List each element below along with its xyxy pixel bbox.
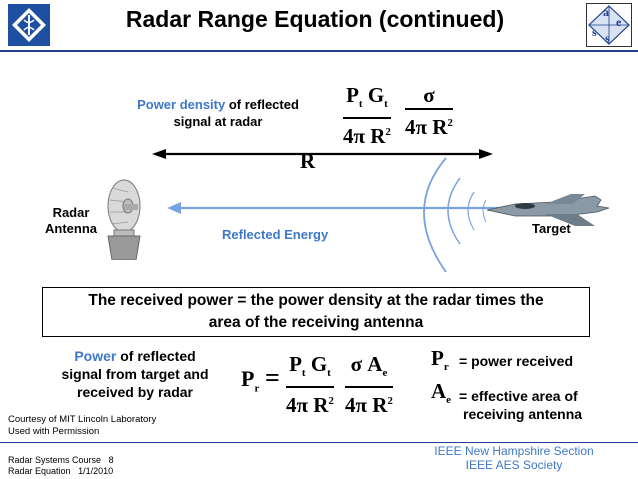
aess-logo-icon — [586, 3, 632, 47]
eq1-fraction2: σ 4π R2 — [405, 83, 453, 139]
legend-pr-text: = power received — [459, 353, 574, 369]
ieee-diamond-logo-icon — [8, 4, 50, 46]
density-label-black: of reflected — [228, 97, 299, 112]
wavefronts — [423, 157, 487, 273]
statement-line1: The received power = the power density a… — [88, 292, 544, 309]
density-label: Power density of reflected signal at rad… — [118, 96, 318, 130]
reflected-beam-arrow — [167, 202, 505, 214]
org-info: IEEE New Hampshire Section IEEE AES Soci… — [434, 444, 594, 472]
legend-ae-text: = effective area of receiving antenna — [459, 388, 583, 422]
courtesy-note: Courtesy of MIT Lincoln Laboratory Used … — [8, 414, 157, 437]
title-rule — [0, 50, 638, 52]
power-label: Power of reflected signal from target an… — [61, 348, 209, 400]
power-fraction2: σ Ae 4π R2 — [345, 352, 393, 417]
radar-label: Radar Antenna — [45, 205, 97, 236]
statement-box: The received power = the power density a… — [42, 287, 590, 337]
statement-line2: area of the receiving antenna — [208, 314, 424, 331]
range-label: R — [300, 149, 316, 173]
page-title: Radar Range Equation (continued) — [125, 6, 505, 32]
legend-ae-symbol: Ae — [431, 379, 452, 407]
radar-antenna-icon — [107, 179, 141, 260]
ieee-logo — [8, 4, 50, 46]
range-arrow — [152, 149, 493, 159]
power-fraction1: Pt Gt 4π R2 — [286, 352, 334, 417]
reflected-energy-label: Reflected Energy — [222, 227, 329, 242]
target-label: Target — [532, 221, 571, 236]
jet-icon — [486, 194, 610, 226]
course-info: Radar Systems Course 8 Radar Equation 1/… — [8, 455, 114, 476]
density-label-line2: signal at radar — [173, 114, 263, 129]
power-equation-equals: = — [265, 363, 280, 392]
eq1-fraction1: Pt Gt 4π R2 — [343, 83, 391, 148]
aess-logo: a e s s — [586, 3, 632, 47]
footer-rule — [0, 442, 638, 443]
density-label-blue: Power density — [137, 97, 226, 112]
power-equation-lhs: Pr — [241, 366, 260, 395]
legend-pr-symbol: Pr — [431, 346, 449, 374]
